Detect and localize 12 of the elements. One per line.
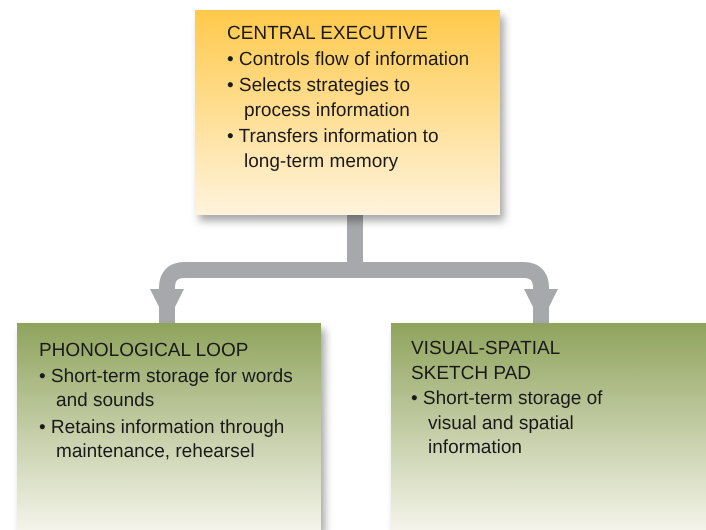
bullet-item: • Controls flow of information (227, 48, 470, 72)
box-heading: PHONOLOGICAL LOOP (39, 339, 250, 363)
memory-component-box (391, 323, 706, 530)
box-heading: CENTRAL EXECUTIVE (227, 22, 429, 46)
memory-component-box (195, 10, 500, 215)
bullet-item: • Retains information through maintenance, rehearsel (39, 416, 286, 464)
bullet-item: • Selects strategies to process information (227, 74, 412, 122)
bullet-item: • Short-term storage of visual and spatial information (411, 387, 604, 460)
bullet-item: • Transfers information to long-term memory (227, 125, 440, 174)
box-heading: VISUAL-SPATIAL SKETCH PAD (411, 337, 561, 386)
bullet-item: • Short-term storage for words and sounds (39, 364, 294, 413)
memory-component-box (17, 323, 321, 530)
